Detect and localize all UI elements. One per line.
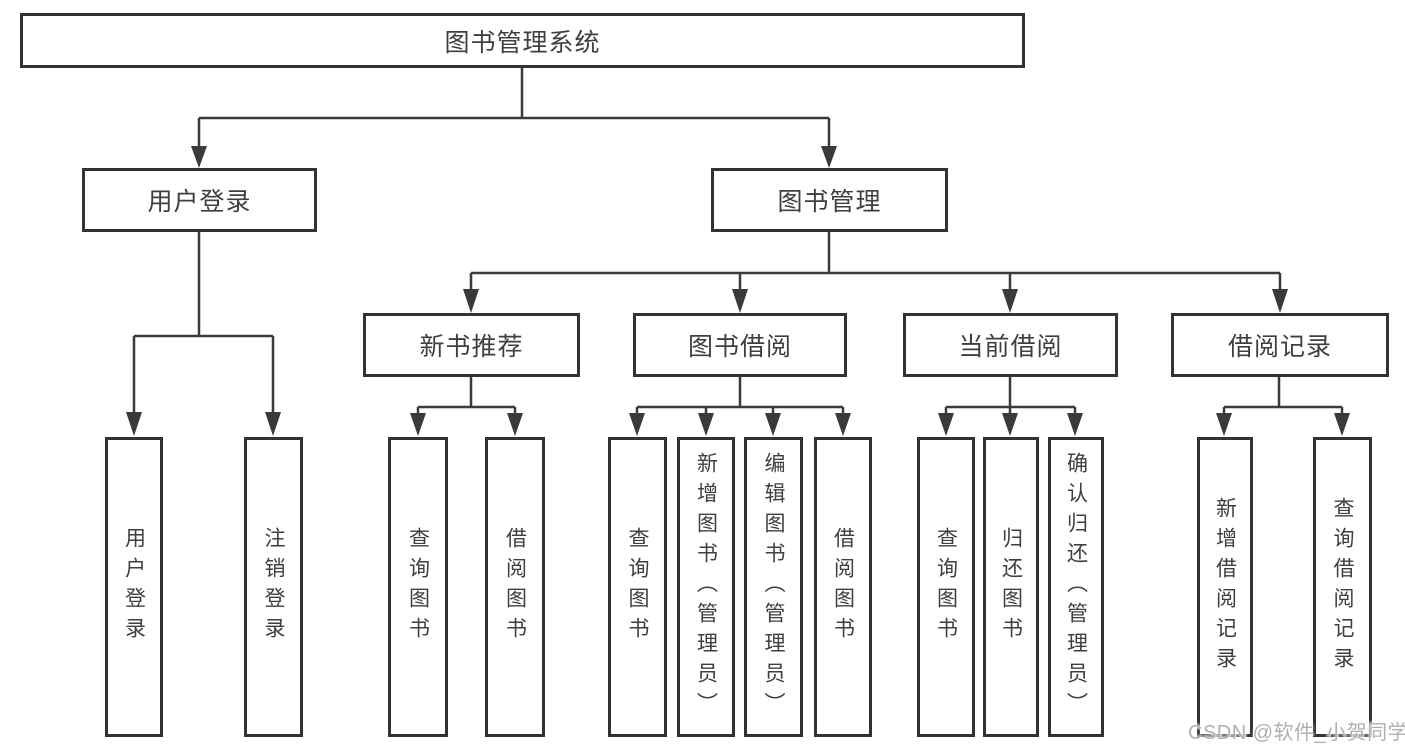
leaf-add-book-admin: 新增图书（管理员） xyxy=(677,437,735,737)
node-current-borrowing: 当前借阅 xyxy=(903,313,1118,377)
node-borrowing-records: 借阅记录 xyxy=(1171,313,1389,377)
leaf-borrowing-query-books: 查询图书 xyxy=(608,437,667,737)
leaf-user-login: 用户登录 xyxy=(105,437,163,737)
node-root-system: 图书管理系统 xyxy=(20,13,1025,68)
leaf-recommend-query-books: 查询图书 xyxy=(388,437,448,737)
leaf-edit-book-admin: 编辑图书（管理员） xyxy=(744,437,803,737)
leaf-recommend-borrow-books: 借阅图书 xyxy=(485,437,545,737)
leaf-logout: 注销登录 xyxy=(244,437,303,737)
node-book-borrowing: 图书借阅 xyxy=(633,313,847,377)
leaf-confirm-return-admin: 确认归还（管理员） xyxy=(1048,437,1104,737)
node-book-management: 图书管理 xyxy=(711,168,948,232)
leaf-add-borrow-record: 新增借阅记录 xyxy=(1197,437,1253,737)
leaf-borrow-books: 借阅图书 xyxy=(814,437,872,737)
leaf-return-books: 归还图书 xyxy=(983,437,1039,737)
node-new-book-recommend: 新书推荐 xyxy=(363,313,580,377)
csdn-watermark: CSDN @软件_小贺同学 xyxy=(1188,722,1405,744)
node-user-login: 用户登录 xyxy=(82,168,317,232)
leaf-current-query-books: 查询图书 xyxy=(917,437,975,737)
leaf-query-borrow-record: 查询借阅记录 xyxy=(1313,437,1372,737)
